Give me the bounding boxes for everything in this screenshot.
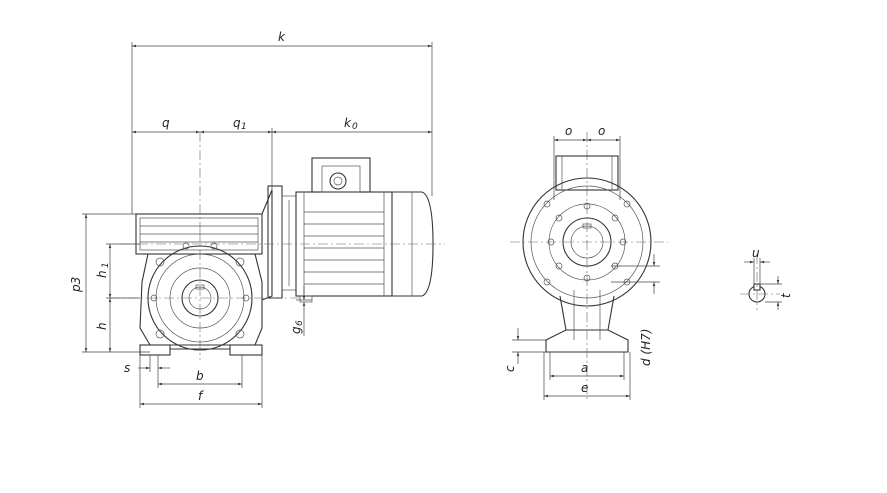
- dim-label-c: c: [503, 365, 517, 372]
- keyway-detail: u t: [740, 246, 793, 310]
- dim-label-o-left: o: [565, 124, 572, 138]
- front-view: o o c a e d (H7): [503, 124, 668, 400]
- dim-label-k0-sub: 0: [352, 122, 358, 132]
- gearbox-housing: [135, 213, 263, 356]
- dim-label-q1: q: [233, 116, 241, 130]
- dim-label-a: a: [581, 361, 588, 375]
- dim-label-g6-sub: 6: [295, 320, 305, 326]
- dim-label-h: h: [95, 322, 109, 330]
- dim-label-e: e: [581, 381, 588, 395]
- dim-label-s: s: [124, 361, 130, 375]
- dim-label-f: f: [198, 389, 204, 403]
- dim-label-q: q: [162, 116, 170, 130]
- dim-label-o-right: o: [598, 124, 605, 138]
- adapter-flange: [261, 185, 297, 301]
- dim-label-t: t: [779, 292, 793, 298]
- dim-label-b: b: [196, 369, 204, 383]
- dim-label-k0: k: [344, 116, 352, 130]
- dim-label-p3: p3: [69, 277, 83, 293]
- dim-label-q1-sub: 1: [241, 122, 247, 132]
- side-view: k q q 1 k 0 p3 h 1 h s b f: [69, 30, 445, 408]
- dim-label-u: u: [752, 246, 760, 260]
- dim-label-d: d (H7): [639, 329, 653, 366]
- dim-label-k: k: [278, 30, 286, 44]
- motor-body: [295, 157, 434, 303]
- dim-label-g6: g: [289, 326, 303, 334]
- dim-label-h1-sub: 1: [101, 262, 111, 268]
- dim-label-h1: h: [95, 270, 109, 278]
